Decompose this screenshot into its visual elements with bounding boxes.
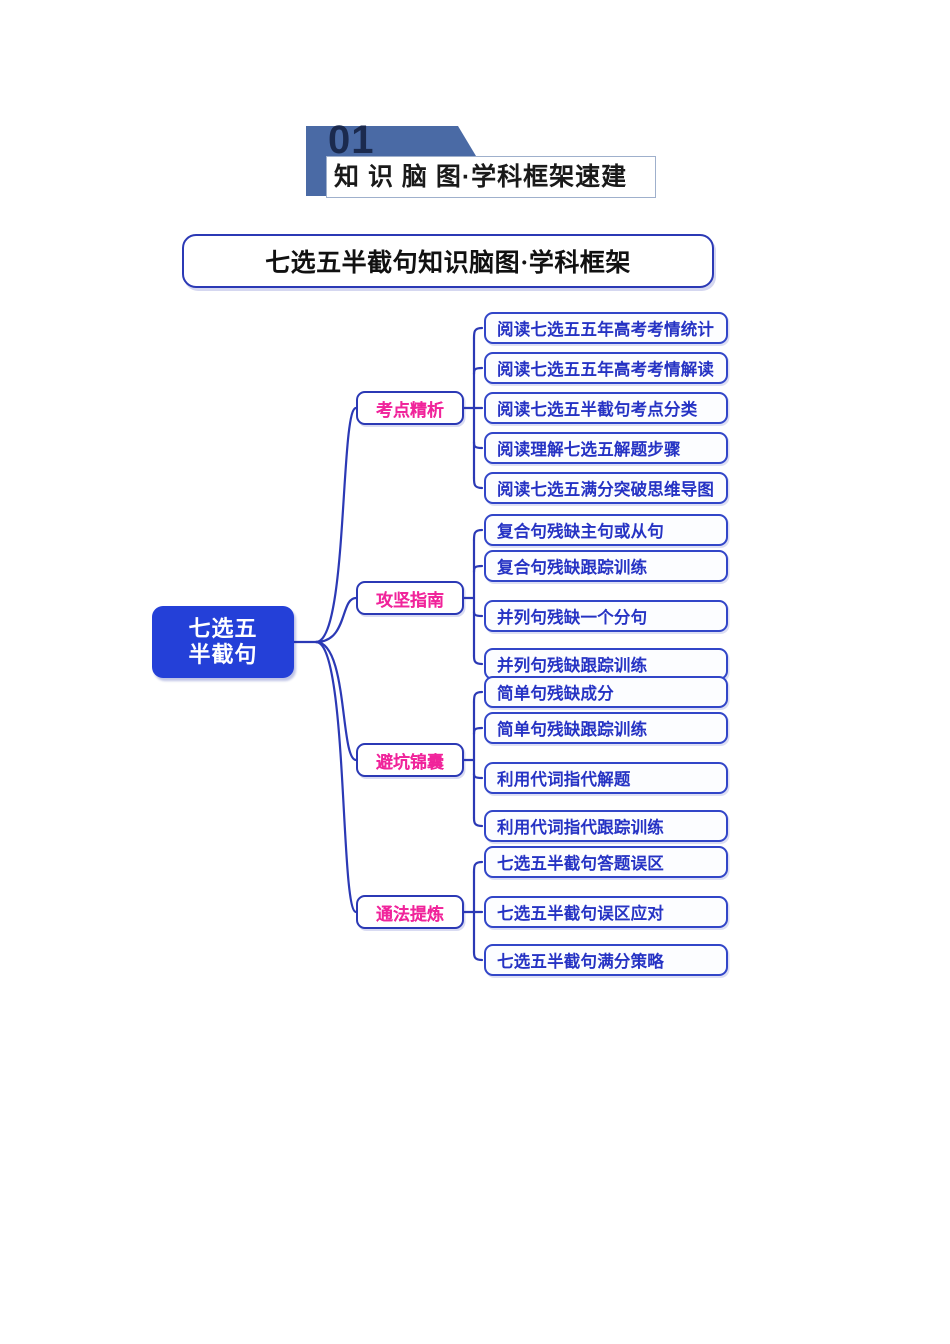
connector-branch1-leaf-4 bbox=[472, 440, 484, 450]
section-number: 01 bbox=[328, 118, 375, 162]
connector-branch3-leaf-3 bbox=[472, 772, 484, 780]
connector-branch1-leaf-1 bbox=[472, 326, 484, 340]
connector-branch2-leaf-1 bbox=[472, 528, 484, 542]
branch-node-2[interactable]: 攻坚指南 bbox=[356, 581, 464, 615]
section-header: 01 知 识 脑 图·学科框架速建 bbox=[306, 118, 656, 198]
leaf-node-2-1[interactable]: 复合句残缺主句或从句 bbox=[484, 514, 728, 546]
connector-branch3-leaf-2 bbox=[472, 726, 484, 736]
leaf-node-3-2[interactable]: 简单句残缺跟踪训练 bbox=[484, 712, 728, 744]
connector-branch2-leaf-2 bbox=[472, 564, 484, 574]
leaf-node-3-4[interactable]: 利用代词指代跟踪训练 bbox=[484, 810, 728, 842]
mindmap-connectors bbox=[292, 326, 484, 962]
mindmap: 七选五 半截句 考点精析 攻坚指南 避坑锦囊 通法提炼 阅读七选五五年高考考情统… bbox=[0, 290, 950, 1010]
leaf-node-2-3[interactable]: 并列句残缺一个分句 bbox=[484, 600, 728, 632]
connector-branch3-leaf-4 bbox=[472, 816, 484, 828]
branch-node-1[interactable]: 考点精析 bbox=[356, 391, 464, 425]
connector-branch1-leaf-2 bbox=[472, 366, 484, 376]
connector-root-to-branch-3 bbox=[314, 640, 358, 762]
connector-root-to-branch-4 bbox=[314, 640, 358, 914]
leaf-node-1-2[interactable]: 阅读七选五五年高考考情解读 bbox=[484, 352, 728, 384]
leaf-node-2-2[interactable]: 复合句残缺跟踪训练 bbox=[484, 550, 728, 582]
root-node-line-2: 半截句 bbox=[188, 642, 258, 667]
leaf-node-3-3[interactable]: 利用代词指代解题 bbox=[484, 762, 728, 794]
branch-node-4[interactable]: 通法提炼 bbox=[356, 895, 464, 929]
leaf-node-4-2[interactable]: 七选五半截句误区应对 bbox=[484, 896, 728, 928]
leaf-node-1-1[interactable]: 阅读七选五五年高考考情统计 bbox=[484, 312, 728, 344]
leaf-node-1-3[interactable]: 阅读七选五半截句考点分类 bbox=[484, 392, 728, 424]
leaf-node-1-5[interactable]: 阅读七选五满分突破思维导图 bbox=[484, 472, 728, 504]
connector-branch4-leaf-3 bbox=[472, 950, 484, 962]
root-node-line-1: 七选五 bbox=[188, 616, 258, 642]
branch-node-3[interactable]: 避坑锦囊 bbox=[356, 743, 464, 777]
connector-root-to-branch-2 bbox=[314, 596, 358, 644]
connector-branch3-leaf-1 bbox=[472, 690, 484, 704]
page-title: 七选五半截句知识脑图·学科框架 bbox=[182, 234, 714, 288]
leaf-node-4-3[interactable]: 七选五半截句满分策略 bbox=[484, 944, 728, 976]
page-title-label: 七选五半截句知识脑图·学科框架 bbox=[265, 250, 631, 277]
connector-branch1-leaf-5 bbox=[472, 476, 484, 490]
leaf-node-4-1[interactable]: 七选五半截句答题误区 bbox=[484, 846, 728, 878]
section-title: 知 识 脑 图·学科框架速建 bbox=[334, 163, 628, 191]
connector-root-to-branch-1 bbox=[314, 406, 358, 644]
header-ribbon-tail-shape bbox=[306, 166, 328, 196]
connector-branch4-leaf-1 bbox=[472, 860, 484, 874]
leaf-node-3-1[interactable]: 简单句残缺成分 bbox=[484, 676, 728, 708]
connector-branch2-leaf-4 bbox=[472, 654, 484, 666]
connector-branch2-leaf-3 bbox=[472, 610, 484, 618]
leaf-node-1-4[interactable]: 阅读理解七选五解题步骤 bbox=[484, 432, 728, 464]
header-title-box bbox=[326, 156, 656, 198]
root-node[interactable]: 七选五 半截句 bbox=[152, 606, 294, 678]
